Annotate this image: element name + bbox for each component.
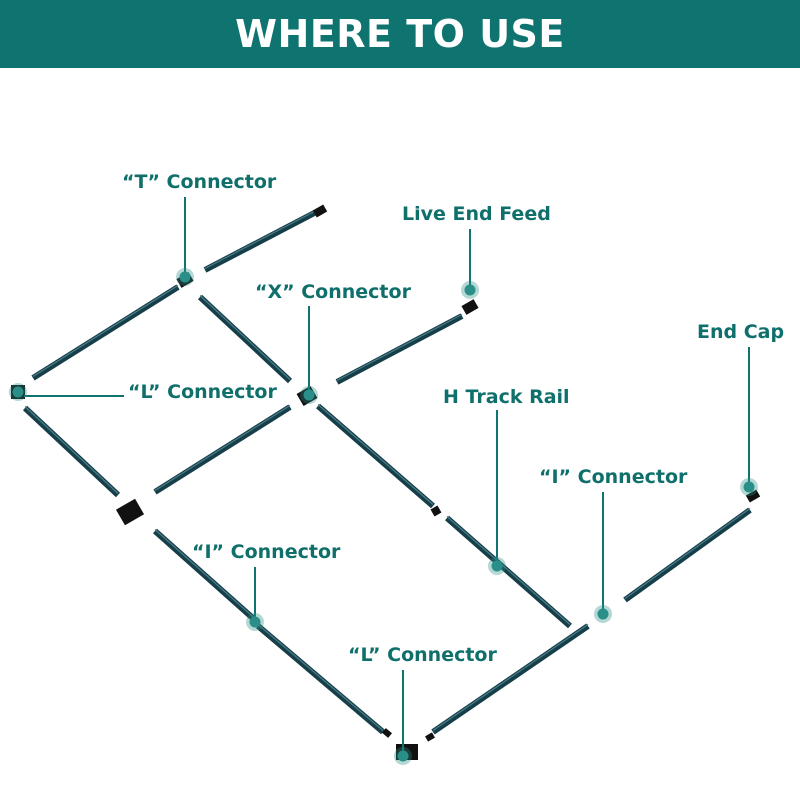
i-connector-right-label: “I” Connector [539, 466, 688, 488]
i-connector-segment [430, 505, 442, 517]
end-cap-right [745, 489, 761, 503]
track-rail-highlight [432, 624, 589, 731]
track-rail-highlight [624, 508, 751, 599]
rail-end-joint [425, 732, 435, 742]
track-rail-highlight [32, 284, 179, 378]
track-rail-highlight [317, 404, 434, 505]
track-rail-highlight [336, 313, 463, 382]
callout-dot [179, 271, 191, 283]
header-banner: WHERE TO USE [0, 0, 800, 68]
track-rail-highlight [154, 529, 256, 619]
l-connector-left-label: “L” Connector [128, 381, 277, 403]
track-rail-segment [316, 403, 435, 509]
track-rail-highlight [204, 206, 323, 270]
x-connector-label: “X” Connector [255, 281, 411, 303]
page-title: WHERE TO USE [235, 12, 565, 56]
callout-dot [12, 386, 24, 398]
track-rail-segment [153, 404, 292, 495]
end-cap-top [312, 204, 328, 218]
end-cap-label: End Cap [697, 321, 785, 343]
callout-dot [743, 481, 755, 493]
live-end-feed [461, 299, 479, 315]
callout-dot [464, 284, 476, 296]
h-track-rail-label: H Track Rail [443, 386, 570, 408]
track-rail-segment [22, 405, 121, 498]
track-rail-segment [203, 206, 324, 273]
track-rail-segment [31, 284, 180, 381]
t-connector-label: “T” Connector [122, 171, 277, 193]
track-rail-segment [256, 623, 385, 735]
callout-dot [303, 389, 315, 401]
l-connector-bottom-label: “L” Connector [348, 644, 497, 666]
callout-dot [491, 560, 503, 572]
t-connector-middle [115, 498, 145, 526]
track-rail-segment [153, 528, 257, 623]
track-rail-segment [335, 313, 464, 385]
callout-lines [9, 197, 758, 765]
callout-dot [249, 616, 261, 628]
track-rail-segment [445, 515, 572, 629]
track-rail-highlight [199, 295, 291, 380]
track-rails [22, 206, 752, 735]
track-rail-segment [197, 294, 293, 384]
i-connector-left-label: “I” Connector [192, 541, 341, 563]
track-rail-segment [623, 507, 752, 603]
track-rail-highlight [257, 624, 384, 731]
track-rail-highlight [154, 404, 291, 492]
track-rail-segment [431, 623, 590, 735]
live-end-feed-label: Live End Feed [402, 203, 551, 225]
rail-end-joint [382, 728, 392, 738]
callout-dot [597, 608, 609, 620]
track-rail-highlight [446, 516, 571, 625]
callout-dot [397, 750, 409, 762]
track-rail-highlight [24, 406, 119, 494]
